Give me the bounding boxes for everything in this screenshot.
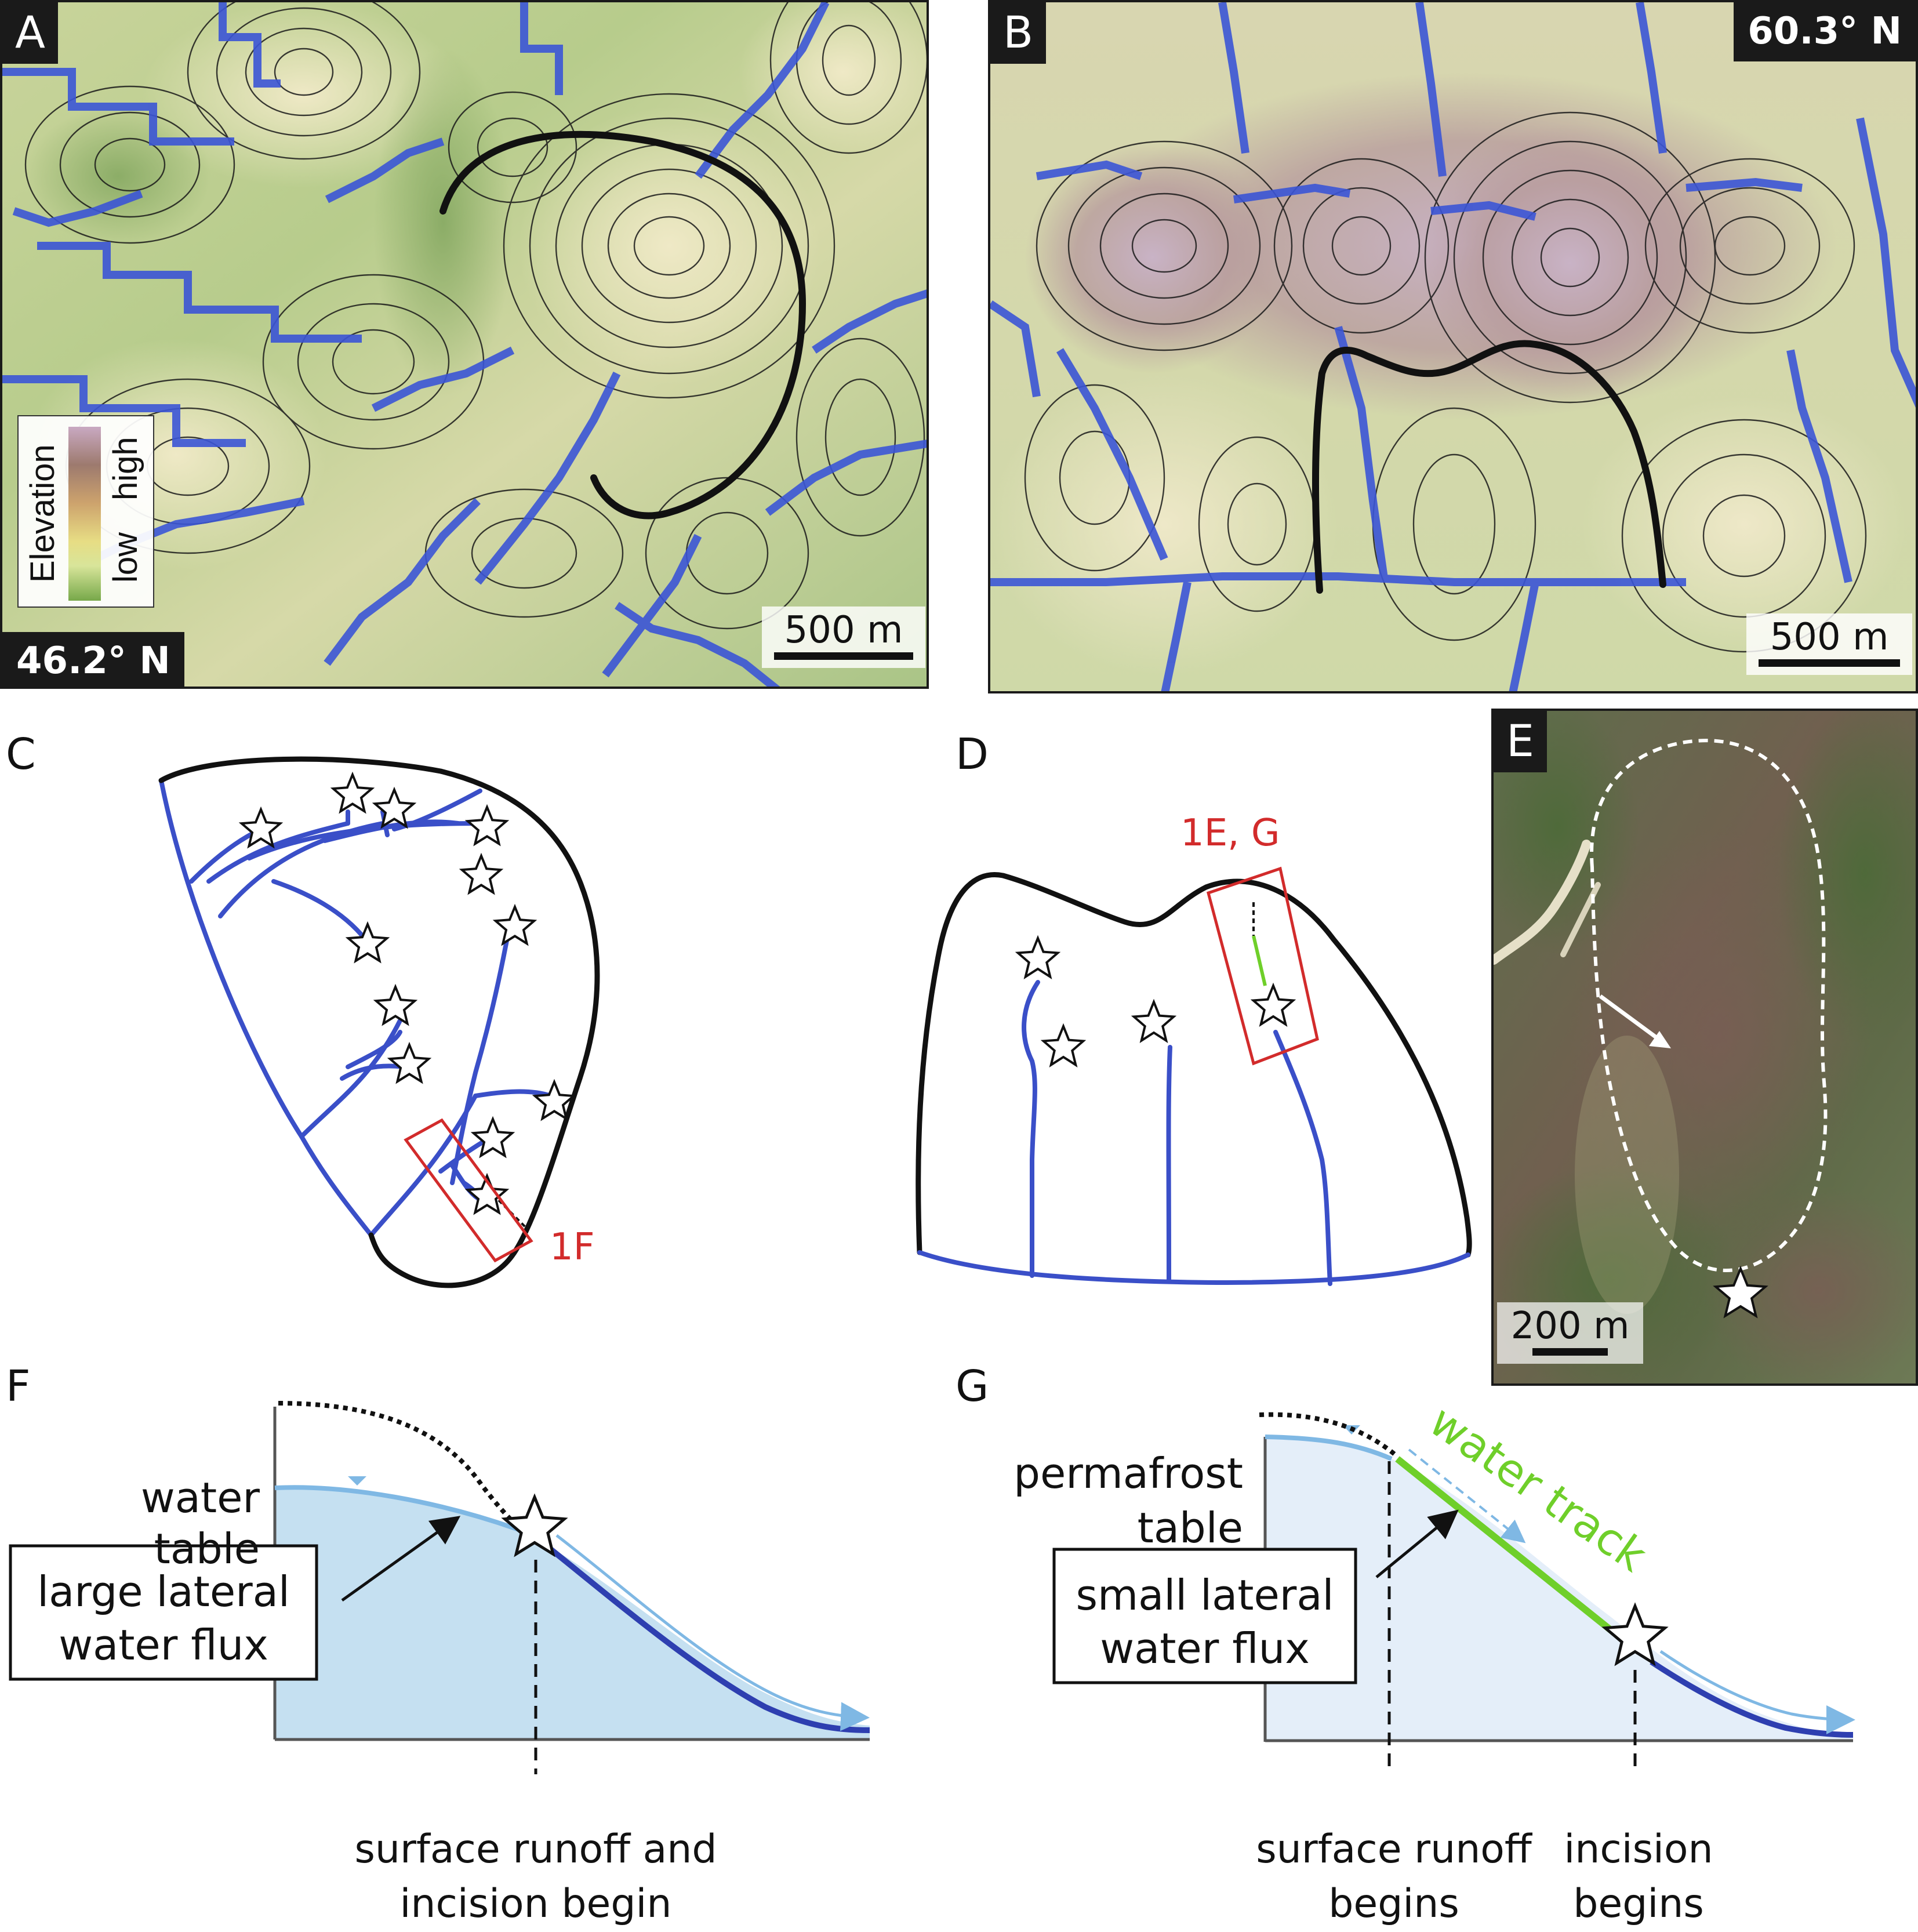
water-track-line-g [1395,1456,1617,1636]
water-track-outline [1590,739,1828,1272]
panel-e-label: E [1494,711,1548,772]
panel-d-diagram: 1E, G [916,812,1472,1286]
scale-bar-a-label: 500 m [784,609,903,652]
scale-bar-a-line [774,652,913,660]
channel-network-c [159,778,553,1237]
terrain-map-b [990,2,1916,691]
watershed-boundary-b [1312,340,1666,594]
water-table-line-f [274,1485,523,1533]
scale-bar-e: 200 m [1497,1302,1643,1364]
incision-label-line1: incision [1564,1826,1713,1872]
latitude-label-b: 60.3° N [1734,2,1916,61]
elevation-legend: Elevation high low [17,415,154,608]
bottom-label-f-line1: surface runoff and [354,1826,717,1872]
watershed-outline-c [158,756,600,1288]
ground-surface-dashed-f [278,1401,524,1532]
panel-g-diagram: small lateral water flux permafrost tabl… [1014,1395,1855,1927]
inset-box-1e-g-label: 1E, G [1180,812,1280,855]
panel-b-label: B [990,2,1047,64]
runoff-label-line2: begins [1328,1881,1459,1927]
ground-surface-dashed-g [1259,1412,1399,1459]
scale-bar-a: 500 m [762,607,925,669]
road-or-stream [1494,840,1591,965]
scale-bar-b-line [1759,659,1900,667]
surface-flow-arrow-f [555,1534,870,1731]
flux-label-f-line2: water flux [59,1621,268,1669]
panel-c-label: C [6,729,36,779]
scale-bar-e-label: 200 m [1510,1305,1630,1348]
panel-f-label: F [6,1361,31,1411]
panel-d-label: D [956,729,989,779]
watershed-boundary-a [439,130,807,520]
terrain-map-a [2,2,927,687]
flux-label-g-line1: small lateral [1076,1571,1334,1619]
panel-e-photo: E 200 m [1491,709,1918,1386]
incised-channel-f [543,1542,870,1733]
flux-label-f-line1: large lateral [37,1567,290,1616]
water-table-marker-f [348,1476,366,1486]
incision-star-e [1713,1265,1768,1319]
flow-direction-arrow [1599,994,1663,1043]
inset-box-1f-label: 1F [550,1226,595,1269]
flux-label-g-line2: water flux [1100,1624,1310,1673]
surface-flow-arrow-g [1659,1650,1855,1734]
panel-b-map: B 60.3° N 500 m [988,0,1918,693]
watershed-outline-d [916,872,1472,1258]
channel-head-stars-c [238,771,577,1215]
water-track-segment-d [1252,935,1267,986]
channel-head-star-g [1601,1602,1669,1666]
latitude-label-a: 46.2° N [2,632,184,687]
panel-f-diagram: large lateral water flux water table sur… [9,1401,870,1927]
inset-box-1e-g [1206,866,1319,1066]
panel-c-diagram: 1F [158,756,600,1288]
runoff-label-line1: surface runoff [1256,1826,1533,1872]
channel-head-star-f [501,1493,568,1557]
permafrost-label-line2: table [1138,1504,1243,1552]
panel-a-label: A [2,2,58,64]
aerial-photo-e [1494,711,1916,1383]
flux-label-box-g [1052,1548,1357,1684]
permafrost-label-line1: permafrost [1014,1449,1243,1498]
panel-g-label: G [956,1361,989,1411]
water-table-label-line2: table [154,1524,260,1573]
scale-bar-b: 500 m [1746,613,1912,676]
scale-bar-b-label: 500 m [1770,616,1889,659]
legend-color-ramp [68,427,101,601]
inset-box-1f [404,1118,533,1263]
panel-a-map: A 46.2° N 500 m Elevation high low [0,0,929,689]
channel-network-d [917,980,1470,1286]
water-table-label-line1: water [141,1473,260,1522]
flux-pointer-arrow-f [341,1516,461,1602]
bottom-label-f-line2: incision begin [399,1881,671,1927]
saturated-zone-f [275,1487,870,1739]
subsurface-flow-arrow-g [1408,1448,1526,1544]
scale-bar-e-line [1532,1348,1608,1356]
flux-label-box-f [9,1544,318,1681]
permafrost-table-line-g [1265,1435,1393,1461]
channel-head-stars-d [1015,935,1296,1067]
flux-pointer-arrow-g [1375,1509,1459,1578]
incision-label-line2: begins [1573,1881,1704,1927]
